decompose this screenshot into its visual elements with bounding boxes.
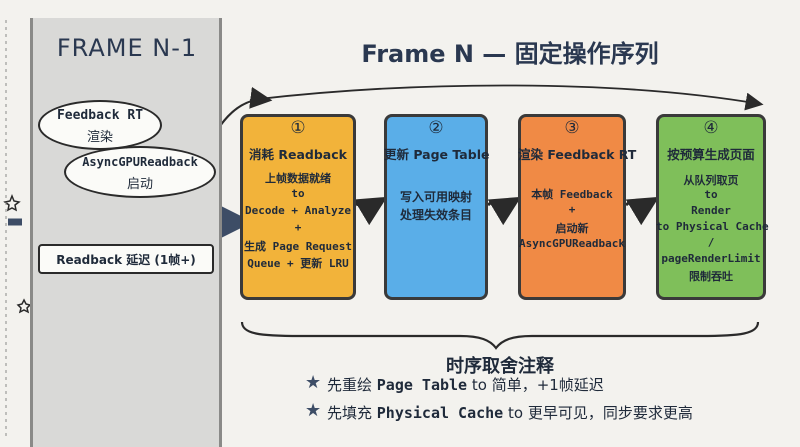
step-number-4: ④ xyxy=(703,118,719,138)
step-2-line: 处理失效条目 xyxy=(399,208,472,222)
step-3-line: 本帧 Feedback xyxy=(531,188,613,201)
star-bullet-icon: ★ xyxy=(305,400,322,421)
step-4-line: 限制吞吐 xyxy=(689,270,733,283)
main-title: Frame N — 固定操作序列 xyxy=(361,40,659,68)
arrow-3-to-4 xyxy=(624,196,660,226)
step-card-2 xyxy=(384,114,488,300)
readback-delay-label: Readback 延迟 (1帧+) xyxy=(56,253,196,267)
step-title-3: 渲染 Feedback RT xyxy=(518,147,637,162)
previous-frame-title: FRAME N-1 xyxy=(56,34,198,62)
step-3-line: AsyncGPUReadback xyxy=(519,237,625,250)
step-2-line: 写入可用映射 xyxy=(399,190,472,204)
notes-heading: 时序取舍注释 xyxy=(446,356,554,377)
step-number-2: ② xyxy=(428,118,444,138)
step-4-line: to Physical Cache xyxy=(656,220,769,233)
note-item-2: ★ 先填充 Physical Cache to 更早可见，同步要求更高 xyxy=(305,400,795,424)
readback-delay-box xyxy=(38,244,214,274)
arrow-1-to-2 xyxy=(353,196,388,226)
note-1-suffix: to 简单，+1帧延迟 xyxy=(467,376,604,394)
note-2-suffix: to 更早可见，同步要求更高 xyxy=(503,404,693,422)
note-item-1: ★ 先重绘 Page Table to 简单，+1帧延迟 xyxy=(305,372,785,396)
note-2-code: Physical Cache xyxy=(376,404,504,422)
note-1-code: Page Table xyxy=(376,376,468,394)
step-title-1: 消耗 Readback xyxy=(249,147,347,162)
step-number-3: ③ xyxy=(564,118,580,138)
note-1-prefix: 先重绘 xyxy=(327,376,377,394)
step-4-line: to xyxy=(704,188,718,201)
step-card-3 xyxy=(518,114,626,300)
step-4-line: Render xyxy=(691,204,731,217)
step-1-line: 生成 Page Request xyxy=(243,240,353,253)
feedback-rt-bubble-line1: Feedback RT xyxy=(56,108,144,123)
step-4-line: / xyxy=(707,236,715,249)
note-2-prefix: 先填充 xyxy=(327,404,377,422)
step-4-line: 从队列取页 xyxy=(683,174,739,187)
feedback-rt-bubble-line2: 渲染 xyxy=(86,130,113,145)
step-1-line: 上帧数据就绪 xyxy=(265,172,331,185)
previous-frame-panel xyxy=(30,18,222,447)
step-1-line: to xyxy=(291,187,305,200)
entry-swoosh-arrow xyxy=(219,86,273,127)
async-readback-bubble xyxy=(64,146,216,198)
arrow-2-to-3 xyxy=(486,196,522,226)
top-flow-arrow xyxy=(249,84,764,111)
step-1-line: Queue + 更新 LRU xyxy=(247,257,349,270)
step-card-1 xyxy=(240,114,356,300)
step-card-4 xyxy=(656,114,766,300)
step-title-2: 更新 Page Table xyxy=(384,147,490,162)
async-readback-bubble-line1: AsyncGPUReadback xyxy=(82,155,198,169)
notes-brace xyxy=(240,321,760,350)
step-1-line: Decode + Analyze xyxy=(245,204,351,217)
step-title-4: 按预算生成页面 xyxy=(667,147,755,162)
step-4-line: pageRenderLimit xyxy=(661,252,761,265)
star-bullet-icon: ★ xyxy=(305,372,322,393)
step-number-1: ① xyxy=(290,118,306,138)
step-3-line: 启动新 xyxy=(555,222,589,235)
async-readback-bubble-line2: 启动 xyxy=(126,177,153,192)
step-1-line: + xyxy=(294,221,302,234)
step-3-line: + xyxy=(568,203,576,216)
